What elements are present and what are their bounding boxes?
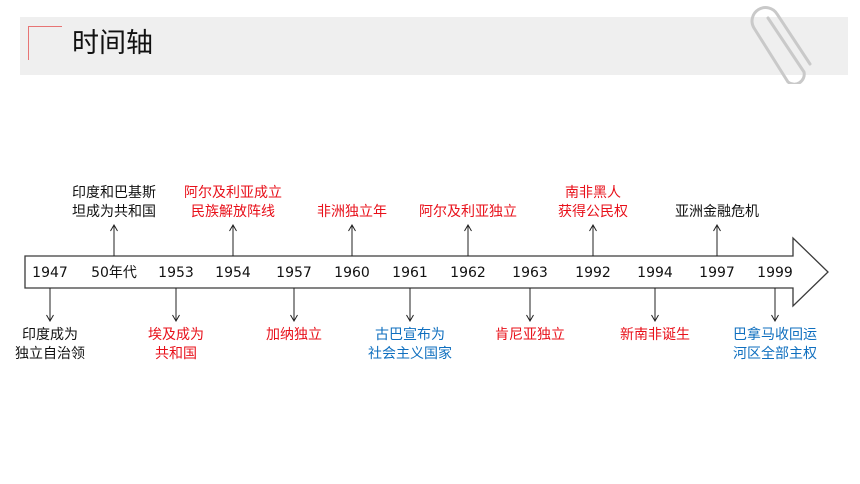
event-label-line: 古巴宣布为: [375, 327, 445, 343]
connector-arrowhead: [651, 314, 659, 322]
event-label-line: 阿尔及利亚成立: [184, 185, 282, 201]
year-label: 1957: [276, 265, 312, 281]
header-accent-square: [28, 26, 62, 60]
year-label: 1962: [450, 265, 486, 281]
year-label: 50年代: [91, 265, 137, 281]
event-label-line: 印度和巴基斯: [72, 185, 156, 201]
page-title: 时间轴: [72, 28, 153, 59]
event-label-line: 坦成为共和国: [72, 204, 156, 220]
event-label-line: 肯尼亚独立: [495, 327, 565, 343]
event-label: 古巴宣布为社会主义国家: [368, 326, 452, 364]
timeline-arrow: [24, 236, 829, 308]
year-label: 1947: [32, 265, 68, 281]
event-label: 加纳独立: [266, 326, 322, 345]
event-label-line: 非洲独立年: [317, 204, 387, 220]
year-label: 1999: [757, 265, 793, 281]
header-bar: [20, 17, 848, 75]
connector-arrowhead: [713, 224, 721, 232]
event-label-line: 阿尔及利亚独立: [419, 204, 517, 220]
event-label-line: 共和国: [155, 346, 197, 362]
event-label: 埃及成为共和国: [148, 326, 204, 364]
event-label-line: 亚洲金融危机: [675, 204, 759, 220]
event-label-line: 社会主义国家: [368, 346, 452, 362]
year-label: 1960: [334, 265, 370, 281]
event-label-line: 巴拿马收回运: [733, 327, 817, 343]
event-label: 南非黑人获得公民权: [558, 184, 628, 222]
event-label-line: 民族解放阵线: [191, 204, 275, 220]
connector-arrowhead: [771, 314, 779, 322]
connector-arrowhead: [348, 224, 356, 232]
connector-arrowhead: [110, 224, 118, 232]
event-label: 印度和巴基斯坦成为共和国: [72, 184, 156, 222]
event-label-line: 埃及成为: [148, 327, 204, 343]
event-label: 印度成为独立自治领: [15, 326, 85, 364]
event-label-line: 新南非诞生: [620, 327, 690, 343]
event-label-line: 加纳独立: [266, 327, 322, 343]
year-label: 1994: [637, 265, 673, 281]
year-label: 1992: [575, 265, 611, 281]
connector-arrowhead: [526, 314, 534, 322]
year-label: 1997: [699, 265, 735, 281]
connector-arrowhead: [464, 224, 472, 232]
connector-arrowhead: [290, 314, 298, 322]
event-label: 阿尔及利亚成立民族解放阵线: [184, 184, 282, 222]
event-label-line: 河区全部主权: [733, 346, 817, 362]
year-label: 1963: [512, 265, 548, 281]
event-label-line: 获得公民权: [558, 204, 628, 220]
connector-arrowhead: [229, 224, 237, 232]
paperclip-icon: [750, 6, 812, 84]
event-label-line: 南非黑人: [565, 185, 621, 201]
year-label: 1961: [392, 265, 428, 281]
event-label-line: 独立自治领: [15, 346, 85, 362]
connector-arrowhead: [406, 314, 414, 322]
connector-arrowhead: [172, 314, 180, 322]
connector-arrowhead: [46, 314, 54, 322]
event-label: 亚洲金融危机: [675, 203, 759, 222]
year-label: 1954: [215, 265, 251, 281]
event-label-line: 印度成为: [22, 327, 78, 343]
year-label: 1953: [158, 265, 194, 281]
event-label: 非洲独立年: [317, 203, 387, 222]
event-label: 阿尔及利亚独立: [419, 203, 517, 222]
event-label: 肯尼亚独立: [495, 326, 565, 345]
event-label: 巴拿马收回运河区全部主权: [733, 326, 817, 364]
event-label: 新南非诞生: [620, 326, 690, 345]
connector-arrowhead: [589, 224, 597, 232]
